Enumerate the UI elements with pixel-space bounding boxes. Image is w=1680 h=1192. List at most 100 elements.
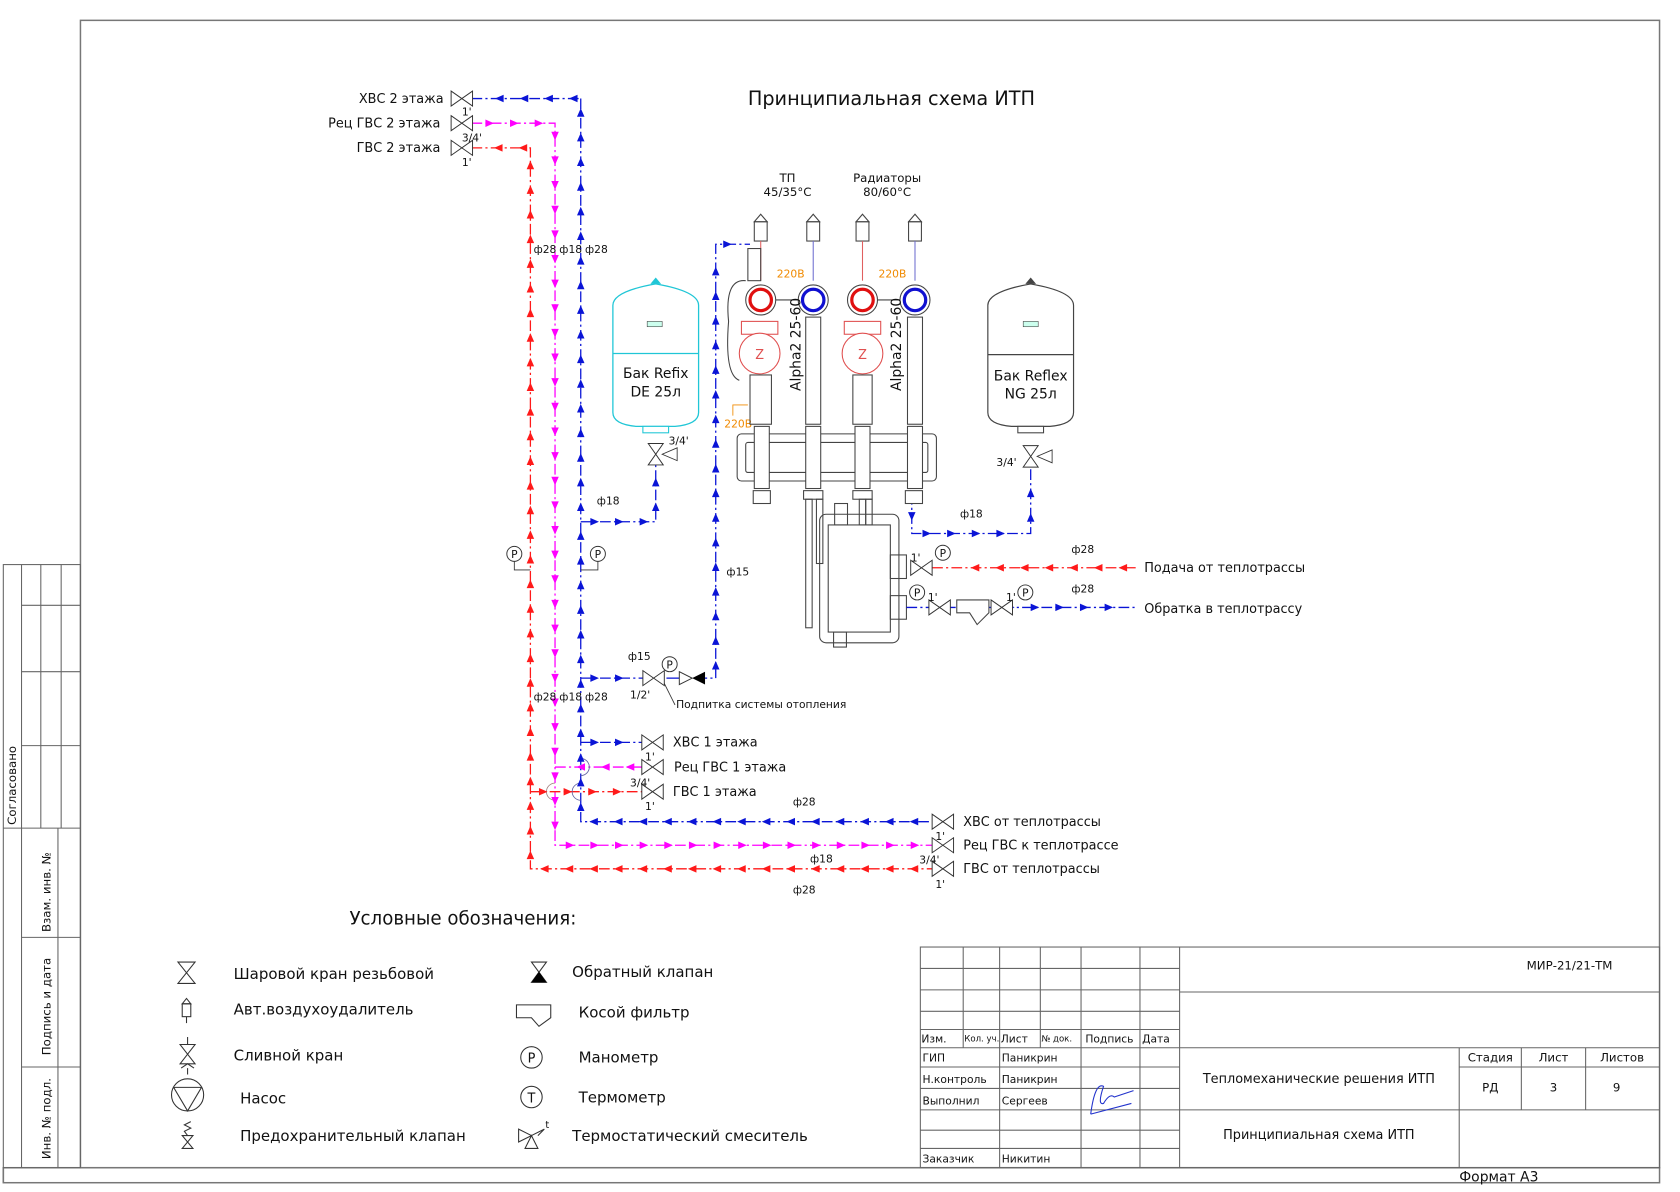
diameter-label: ф18 xyxy=(960,507,983,520)
flow-arrow xyxy=(711,611,720,621)
flow-arrow xyxy=(711,636,720,645)
flow-arrow xyxy=(576,502,585,512)
flow-arrow xyxy=(836,841,846,850)
flow-arrow xyxy=(526,678,535,687)
flow-arrow xyxy=(526,431,535,441)
diameter-label: ф18 xyxy=(810,852,833,865)
tb-name: Сергеев xyxy=(1002,1095,1048,1108)
mains-gvs-label: ГВС от теплотрассы xyxy=(963,862,1100,877)
flow-arrow xyxy=(723,240,732,249)
project-name: Тепломеханические решения ИТП xyxy=(1202,1072,1435,1087)
title-block: МИР-21/21-ТМ Изм. Кол. уч. Лист № док. П… xyxy=(919,946,1661,1186)
flow-arrow xyxy=(663,865,672,873)
flow-arrow xyxy=(811,817,820,826)
flow-arrow xyxy=(688,841,698,850)
diameter-label: ф28 xyxy=(534,243,557,256)
flow-arrow xyxy=(576,728,585,738)
flow-arrow xyxy=(588,787,597,796)
flow-arrow xyxy=(576,556,585,565)
mains-rec-label: Рец ГВС к теплотрассе xyxy=(963,839,1118,854)
manometer-letter: P xyxy=(528,1052,536,1067)
flow-arrow xyxy=(638,865,648,873)
floor2-gvs-label: ГВС 2 этажа xyxy=(357,141,441,156)
size-label: 1' xyxy=(928,591,938,604)
flow-arrow xyxy=(576,108,585,117)
flow-arrow xyxy=(711,513,720,522)
flow-arrow xyxy=(712,817,722,826)
floor2-xvs-label: ХВС 2 этажа xyxy=(359,92,444,107)
flow-arrow xyxy=(687,817,697,826)
tb-header: № док. xyxy=(1041,1034,1072,1044)
flow-arrow xyxy=(860,865,869,873)
power-label: 220В xyxy=(777,267,805,280)
tb-name: Паникрин xyxy=(1002,1052,1058,1065)
manometer-icon: P xyxy=(914,587,921,600)
power-label: 220В xyxy=(724,417,752,430)
size-label: 1' xyxy=(911,551,921,564)
flow-arrow xyxy=(526,752,535,761)
tb-role: Выполнил xyxy=(922,1095,979,1108)
flow-arrow xyxy=(615,674,624,682)
flow-arrow xyxy=(576,182,585,191)
flow-arrow xyxy=(615,738,624,747)
tb-header: Дата xyxy=(1142,1032,1170,1045)
flow-arrow xyxy=(551,427,559,437)
ball-valve-icon xyxy=(176,961,197,984)
flow-arrow xyxy=(761,817,771,826)
size-label: 1' xyxy=(935,878,945,891)
diameter-label: ф15 xyxy=(628,650,651,663)
flow-arrow xyxy=(737,865,746,873)
manometer-icon: P xyxy=(940,547,947,560)
flow-arrow xyxy=(551,649,559,658)
size-label: 1' xyxy=(462,106,472,119)
flow-arrow xyxy=(651,502,660,512)
flow-arrow xyxy=(526,850,535,860)
check-valve-icon xyxy=(692,671,706,685)
flow-arrow xyxy=(711,266,720,276)
flow-arrow xyxy=(576,654,585,664)
flow-arrow xyxy=(910,841,920,850)
flow-arrow xyxy=(526,185,535,194)
flow-arrow xyxy=(534,119,544,127)
sheet-title: Принципиальная схема ИТП xyxy=(1223,1128,1414,1143)
flow-arrow xyxy=(576,206,585,216)
flow-arrow xyxy=(996,529,1005,538)
flow-arrow xyxy=(551,575,559,584)
legend-label: Термостатический смеситель xyxy=(571,1127,808,1145)
flow-arrow xyxy=(711,488,720,498)
flow-arrow xyxy=(551,328,559,338)
flow-arrow xyxy=(526,481,535,490)
legend-label: Предохранительный клапан xyxy=(240,1127,466,1145)
flow-arrow xyxy=(576,132,585,142)
pump-model-label: Alpha2 25-60 xyxy=(788,298,804,391)
hydraulic-separator xyxy=(805,498,907,648)
flow-arrow xyxy=(576,763,586,771)
flow-arrow xyxy=(526,579,535,589)
flow-arrow xyxy=(576,531,585,540)
flow-arrow xyxy=(551,673,559,683)
flow-arrow xyxy=(625,763,635,771)
flow-arrow xyxy=(761,865,771,873)
size-label: 3/4' xyxy=(919,853,939,866)
flow-arrow xyxy=(526,801,535,810)
flow-arrow xyxy=(711,660,720,670)
manometer-icon xyxy=(520,1046,543,1069)
legend-title: Условные обозначения: xyxy=(349,909,576,930)
flow-arrow xyxy=(576,703,585,713)
flow-arrow xyxy=(510,119,519,127)
pump-icon xyxy=(170,1078,205,1112)
legend: Условные обозначения: P T t Шаровой кран… xyxy=(170,909,808,1149)
check-valve-icon xyxy=(678,670,694,686)
flow-arrow xyxy=(568,94,578,103)
tank-refix-branch xyxy=(580,460,657,523)
flow-arrow xyxy=(590,674,599,682)
stage-value: РД xyxy=(1482,1081,1498,1095)
flow-arrow xyxy=(576,679,585,688)
flow-arrow xyxy=(576,403,585,413)
flow-arrow xyxy=(551,304,559,313)
flow-arrow xyxy=(638,817,648,826)
flow-arrow xyxy=(551,156,559,165)
flow-arrow xyxy=(526,653,535,663)
diameter-label: ф28 xyxy=(793,883,816,896)
